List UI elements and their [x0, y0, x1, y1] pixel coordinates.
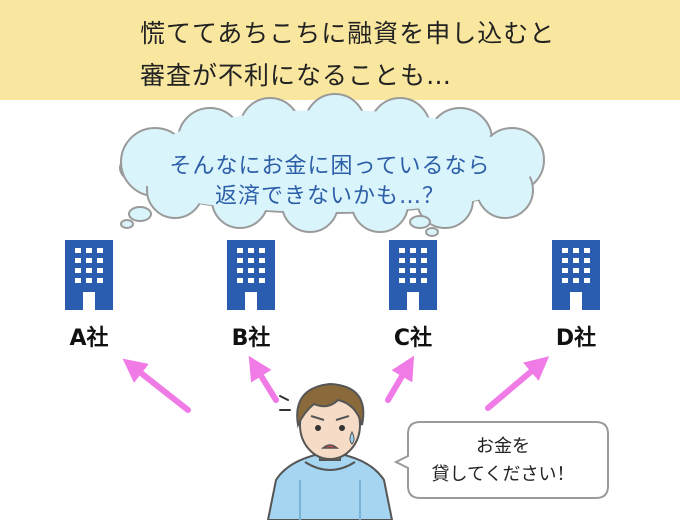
company-label-d: D社	[555, 326, 597, 351]
headline-line-1: 慌ててあちこちに融資を申し込むと	[140, 19, 556, 48]
arrow-to-a	[122, 358, 191, 413]
company-label-a: A社	[69, 326, 109, 351]
thought-line-2: 返済できないかも…？	[214, 184, 445, 209]
building-icon-d	[552, 240, 600, 310]
headline-line-2: 審査が不利になることも…	[140, 61, 453, 90]
speech-bubble	[393, 421, 609, 499]
thought-cloud	[119, 93, 545, 237]
building-icon-a	[65, 240, 113, 310]
worried-person	[266, 382, 394, 520]
speech-line-1: お金を	[476, 436, 530, 457]
arrow-to-b	[248, 355, 279, 403]
building-icon-c	[389, 240, 437, 310]
headline-banner: 慌ててあちこちに融資を申し込むと 審査が不利になることも…	[0, 0, 680, 100]
building-icon-b	[227, 240, 275, 310]
company-label-c: C社	[393, 326, 433, 351]
speech-line-2: 貸してください！	[431, 464, 575, 485]
arrow-to-d	[485, 356, 550, 411]
thought-line-1: そんなにお金に困っているなら	[169, 154, 491, 179]
company-label-b: B社	[231, 326, 271, 351]
arrow-to-c	[385, 355, 415, 403]
